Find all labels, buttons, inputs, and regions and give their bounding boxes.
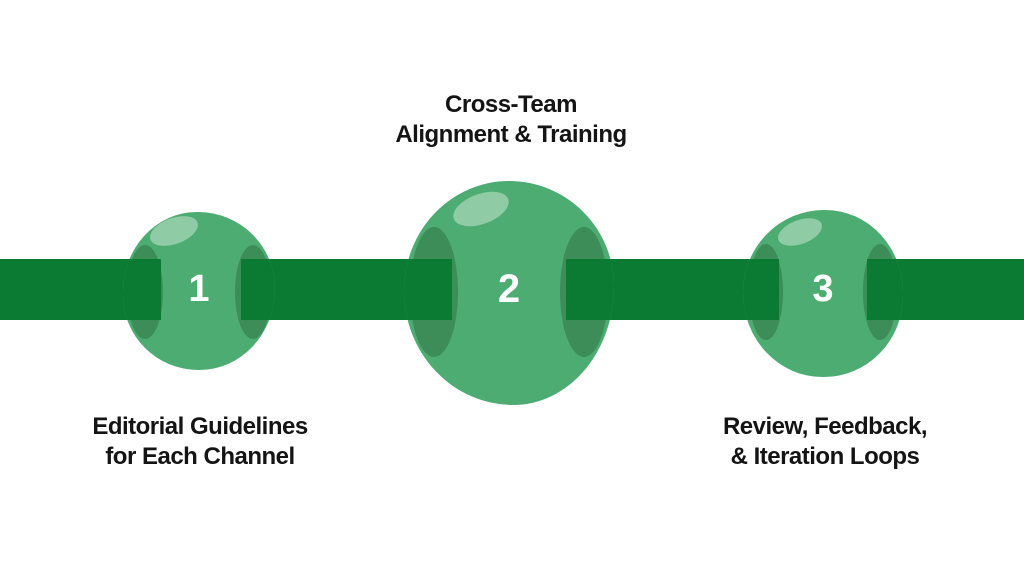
- step-1-bead: 1: [123, 212, 275, 370]
- step-3-number: 3: [812, 268, 834, 310]
- step-3-label-line1: Review, Feedback,: [722, 413, 928, 440]
- bar-stub-right: [566, 259, 614, 320]
- bar-stub-left: [123, 259, 161, 320]
- bar-stub-right: [867, 259, 903, 320]
- step-1-label-line2: for Each Channel: [105, 443, 295, 470]
- bead-highlight: [774, 212, 826, 252]
- bar-stub-left: [743, 259, 779, 320]
- step-2-label-line2: Alignment & Training: [395, 121, 627, 148]
- bead-highlight: [146, 212, 202, 252]
- bar-stub-left: [404, 259, 452, 320]
- step-2-label-line1: Cross-Team: [445, 91, 577, 118]
- step-3-label-line2: & Iteration Loops: [730, 443, 920, 470]
- step-2-bead: 2: [404, 181, 614, 405]
- step-2-label: Cross-Team Alignment & Training: [395, 90, 627, 150]
- step-3-bead: 3: [743, 210, 903, 377]
- bar-stub-right: [241, 259, 275, 320]
- step-1-label-line1: Editorial Guidelines: [92, 413, 308, 440]
- step-1-number: 1: [188, 268, 210, 310]
- bead-highlight: [448, 184, 514, 234]
- step-1-label: Editorial Guidelines for Each Channel: [92, 412, 308, 472]
- step-3-label: Review, Feedback, & Iteration Loops: [722, 412, 928, 472]
- step-2-number: 2: [497, 267, 521, 311]
